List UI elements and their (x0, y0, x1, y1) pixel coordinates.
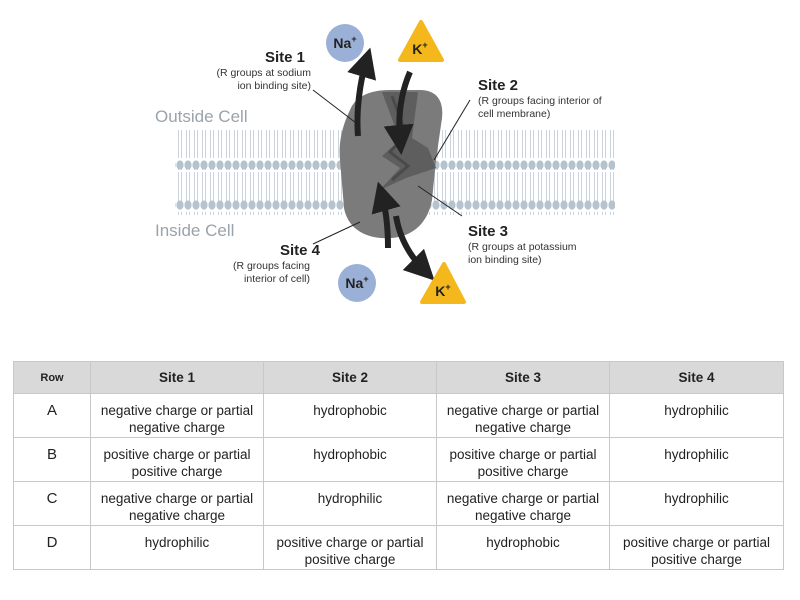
row-label: A (13, 393, 91, 438)
potassium-ion-top: K+ (398, 20, 444, 62)
outside-cell-label: Outside Cell (155, 107, 248, 126)
row-label: D (13, 525, 91, 570)
cell-site-3: negative charge or partial negative char… (436, 481, 610, 526)
cell-site-3: hydrophobic (436, 525, 610, 570)
svg-text:Site 2: Site 2 (478, 77, 518, 94)
cell-site-3: positive charge or partial positive char… (436, 437, 610, 482)
sodium-ion-top: Na+ (326, 24, 364, 62)
site-2-label: Site 2 (R groups facing interior of cell… (478, 77, 602, 120)
cell-site-1: hydrophilic (90, 525, 264, 570)
cell-site-4: hydrophilic (609, 481, 784, 526)
sodium-potassium-pump-diagram: Outside Cell Inside Cell Na+ K+ Na+ K+ (155, 20, 615, 304)
site-1-label: Site 1 (R groups at sodium ion binding s… (216, 49, 311, 92)
answer-choices-table: Row Site 1 Site 2 Site 3 Site 4 A negati… (13, 361, 784, 570)
site-3-label: Site 3 (R groups at potassium ion bindin… (468, 223, 577, 266)
table-row[interactable]: A negative charge or partial negative ch… (13, 393, 784, 438)
svg-text:(R groups at sodium: (R groups at sodium (216, 67, 311, 79)
cell-site-2: hydrophobic (263, 393, 437, 438)
cell-site-4: positive charge or partial positive char… (609, 525, 784, 570)
ion-transport-arrows (347, 47, 435, 281)
svg-text:Site 3: Site 3 (468, 223, 508, 240)
sodium-ion-bottom: Na+ (338, 264, 376, 302)
cell-site-1: negative charge or partial negative char… (90, 393, 264, 438)
cell-site-2: positive charge or partial positive char… (263, 525, 437, 570)
cell-site-1: negative charge or partial negative char… (90, 481, 264, 526)
cell-site-2: hydrophobic (263, 437, 437, 482)
svg-text:(R groups facing: (R groups facing (233, 260, 310, 272)
cell-site-1: positive charge or partial positive char… (90, 437, 264, 482)
svg-text:interior of cell): interior of cell) (244, 273, 310, 285)
cell-site-2: hydrophilic (263, 481, 437, 526)
table-row[interactable]: D hydrophilic positive charge or partial… (13, 525, 784, 570)
table-row[interactable]: C negative charge or partial negative ch… (13, 481, 784, 526)
svg-text:K+: K+ (412, 40, 427, 57)
svg-text:Na+: Na+ (333, 34, 356, 51)
svg-text:Site 4: Site 4 (280, 242, 321, 259)
inside-cell-label: Inside Cell (155, 221, 234, 240)
svg-text:Na+: Na+ (345, 274, 368, 291)
cell-site-4: hydrophilic (609, 437, 784, 482)
svg-text:Site 1: Site 1 (265, 49, 305, 66)
cell-site-4: hydrophilic (609, 393, 784, 438)
table-row[interactable]: B positive charge or partial positive ch… (13, 437, 784, 482)
table-header-row: Row Site 1 Site 2 Site 3 Site 4 (13, 361, 784, 394)
svg-text:K+: K+ (435, 282, 450, 299)
header-site-4: Site 4 (609, 361, 784, 394)
svg-text:ion binding site): ion binding site) (237, 80, 311, 92)
row-label: C (13, 481, 91, 526)
site-leader-lines (312, 89, 471, 245)
header-site-2: Site 2 (263, 361, 437, 394)
potassium-ion-bottom: K+ (420, 262, 466, 304)
cell-site-3: negative charge or partial negative char… (436, 393, 610, 438)
svg-text:cell membrane): cell membrane) (478, 108, 550, 120)
header-site-3: Site 3 (436, 361, 610, 394)
svg-text:(R groups facing interior of: (R groups facing interior of (478, 95, 602, 107)
svg-text:(R groups at potassium: (R groups at potassium (468, 241, 577, 253)
row-label: B (13, 437, 91, 482)
header-site-1: Site 1 (90, 361, 264, 394)
header-row: Row (13, 361, 91, 394)
svg-text:ion binding site): ion binding site) (468, 254, 542, 266)
site-4-label: Site 4 (R groups facing interior of cell… (233, 242, 321, 285)
